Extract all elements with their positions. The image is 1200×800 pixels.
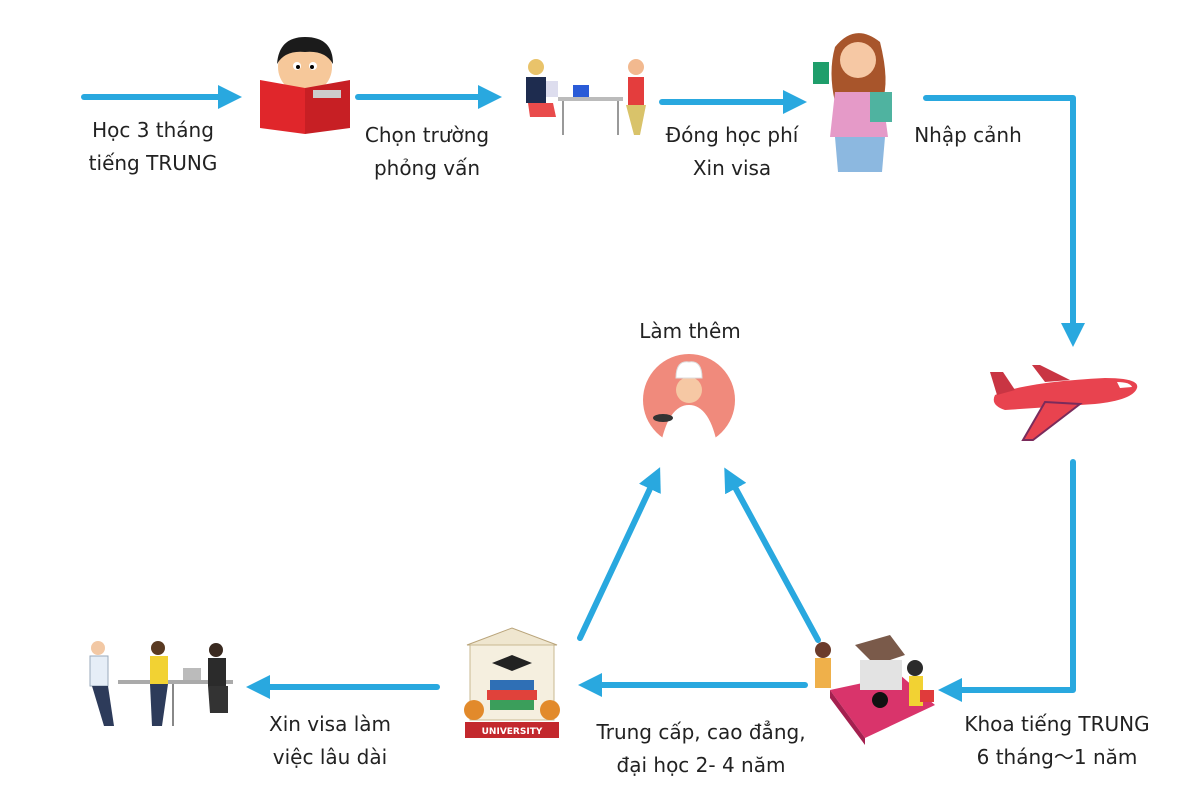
step-degree-label: Trung cấp, cao đẳng, đại học 2- 4 năm	[596, 716, 805, 782]
label-line: 6 tháng～1 năm	[976, 745, 1138, 769]
label-line: Học 3 tháng	[92, 118, 214, 142]
step-language-course-label: Khoa tiếng TRUNG 6 tháng～1 năm	[964, 708, 1149, 774]
university-icon: UNIVERSITY	[464, 627, 560, 738]
step-part-time-label: Làm thêm	[639, 315, 741, 348]
airplane-icon	[990, 365, 1138, 441]
label-line: Xin visa làm	[268, 712, 392, 736]
label-line: Trung cấp, cao đẳng,	[596, 720, 806, 744]
office-team-icon	[89, 641, 233, 726]
arrow-9	[724, 467, 821, 643]
label-line: phỏng vấn	[373, 156, 481, 180]
label-line: Làm thêm	[639, 319, 741, 343]
chef-icon	[643, 354, 735, 448]
passport-girl-icon	[813, 33, 892, 172]
label-line: đại học 2- 4 năm	[616, 753, 786, 777]
step-pay-fees-label: Đóng học phí Xin visa	[666, 119, 799, 185]
label-line: Chọn trường	[364, 123, 490, 147]
reading-boy-icon	[260, 37, 350, 134]
label-line: Khoa tiếng TRUNG	[964, 712, 1150, 736]
university-badge-text: UNIVERSITY	[482, 727, 543, 737]
arrow-4	[923, 95, 1085, 347]
step-choose-school-label: Chọn trường phỏng vấn	[365, 119, 489, 185]
arrow-8	[577, 467, 661, 641]
label-line: Nhập cảnh	[914, 123, 1022, 147]
step-work-visa-label: Xin visa làm việc lâu dài	[269, 708, 391, 774]
label-line: việc lâu dài	[272, 745, 388, 769]
label-line: tiếng TRUNG	[88, 151, 218, 175]
arrow-5	[938, 459, 1076, 702]
interview-icon	[526, 59, 646, 135]
label-line: Xin visa	[692, 156, 772, 180]
step-study-chinese-label: Học 3 tháng tiếng TRUNG	[89, 114, 218, 180]
step-entry-label: Nhập cảnh	[914, 119, 1022, 152]
study-books-icon	[815, 635, 935, 745]
label-line: Đóng học phí	[665, 123, 799, 147]
